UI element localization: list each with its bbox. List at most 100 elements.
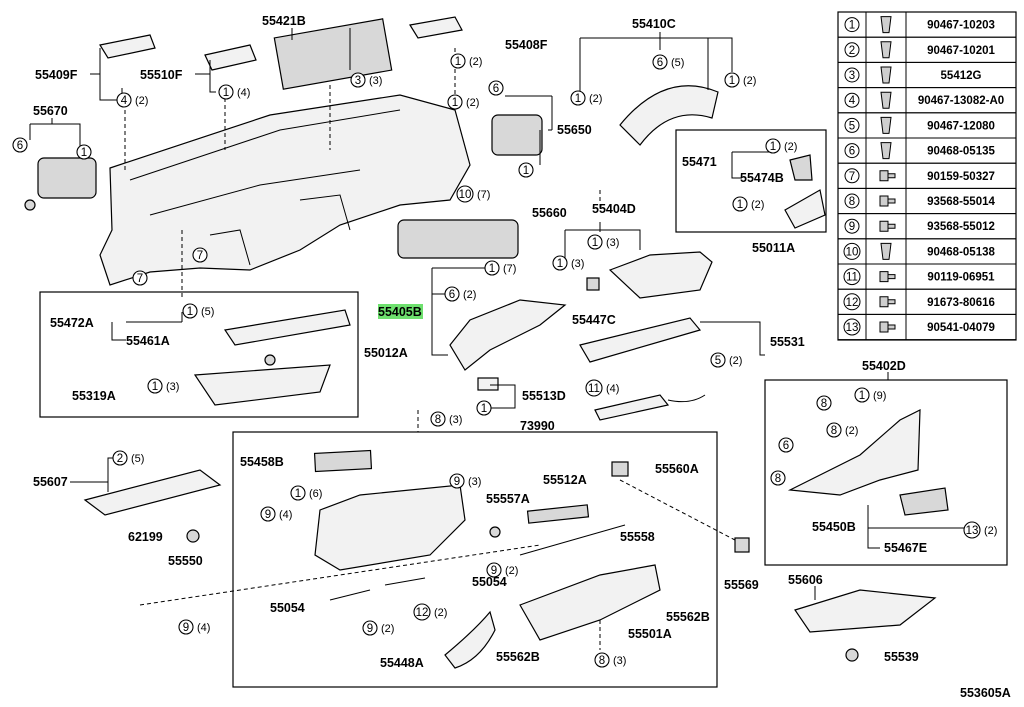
part-label[interactable]: 55054: [270, 601, 305, 615]
callout[interactable]: 9(2): [486, 562, 518, 578]
callout[interactable]: 5(2): [710, 352, 742, 368]
callout[interactable]: 9(3): [449, 473, 481, 489]
callout[interactable]: 8(2): [826, 422, 858, 438]
part-label[interactable]: 55650: [557, 123, 592, 137]
part-label[interactable]: 55660: [532, 206, 567, 220]
callout[interactable]: 1(2): [732, 196, 764, 212]
part-label[interactable]: 55558: [620, 530, 655, 544]
callout[interactable]: 1(2): [450, 53, 482, 69]
callout-number: 8: [821, 398, 827, 410]
part-label[interactable]: 55408F: [505, 38, 548, 52]
callout[interactable]: 6: [778, 437, 794, 453]
callout[interactable]: 4(2): [116, 92, 148, 108]
part-label[interactable]: 55402D: [862, 359, 906, 373]
part-label[interactable]: 55513D: [522, 389, 566, 403]
part-label[interactable]: 55550: [168, 554, 203, 568]
callout[interactable]: 10(7): [456, 185, 490, 203]
part-label[interactable]: 55472A: [50, 316, 94, 330]
callout[interactable]: 9(4): [260, 506, 292, 522]
part-label[interactable]: 55607: [33, 475, 68, 489]
part-label[interactable]: 55562B: [496, 650, 540, 664]
part-label[interactable]: 55606: [788, 573, 823, 587]
callout[interactable]: 6: [12, 137, 28, 153]
part-label[interactable]: 55531: [770, 335, 805, 349]
callout[interactable]: 1(9): [854, 387, 886, 403]
callout[interactable]: 9(4): [178, 619, 210, 635]
part-label[interactable]: 55319A: [72, 389, 116, 403]
callout[interactable]: 1(7): [484, 260, 516, 276]
part-label[interactable]: 55467E: [884, 541, 927, 555]
callout[interactable]: 7: [132, 270, 148, 286]
clip-icon: [880, 41, 892, 59]
part-label[interactable]: 55670: [33, 104, 68, 118]
part-label[interactable]: 55461A: [126, 334, 170, 348]
part-label[interactable]: 55012A: [364, 346, 408, 360]
callout[interactable]: 1(6): [290, 485, 322, 501]
callout[interactable]: 7: [192, 247, 208, 263]
callout[interactable]: 1: [476, 400, 492, 416]
part-label[interactable]: 55510F: [140, 68, 183, 82]
callout[interactable]: 1: [76, 144, 92, 160]
callout[interactable]: 3(3): [350, 72, 382, 88]
part-label[interactable]: 55560A: [655, 462, 699, 476]
callout[interactable]: 12(2): [413, 603, 447, 621]
callout[interactable]: 8(3): [594, 652, 626, 668]
part-label[interactable]: 55557A: [486, 492, 530, 506]
part-label[interactable]: 55458B: [240, 455, 284, 469]
callout[interactable]: 8: [770, 470, 786, 486]
part-label[interactable]: 55421B: [262, 14, 306, 28]
part-label[interactable]: 55512A: [543, 473, 587, 487]
callout[interactable]: 8(3): [430, 411, 462, 427]
part-label[interactable]: 55405B: [378, 305, 422, 319]
callout[interactable]: 11(4): [585, 379, 619, 397]
callout[interactable]: 1(2): [724, 72, 756, 88]
callout[interactable]: 1(3): [147, 378, 179, 394]
callout[interactable]: 8: [816, 395, 832, 411]
part-label[interactable]: 62199: [128, 530, 163, 544]
part-label[interactable]: 55409F: [35, 68, 78, 82]
legend-part-number: 90467-12080: [927, 120, 995, 132]
callout[interactable]: 1: [518, 162, 534, 178]
callout[interactable]: 1(2): [765, 138, 797, 154]
part-label[interactable]: 55471: [682, 155, 717, 169]
callout[interactable]: 1(4): [218, 84, 250, 100]
part-label[interactable]: 55569: [724, 578, 759, 592]
part-label[interactable]: 73990: [520, 419, 555, 433]
callout[interactable]: 2(5): [112, 450, 144, 466]
callout[interactable]: 6: [488, 80, 504, 96]
callout[interactable]: 1(5): [182, 303, 214, 319]
part-label[interactable]: 55501A: [628, 627, 672, 641]
callout[interactable]: 13(2): [963, 521, 997, 539]
part-label[interactable]: 55404D: [592, 202, 636, 216]
callout[interactable]: 1(3): [587, 234, 619, 250]
part-label[interactable]: 55539: [884, 650, 919, 664]
part-label[interactable]: 55410C: [632, 17, 676, 31]
part-label[interactable]: 55474B: [740, 171, 784, 185]
part-label[interactable]: 55450B: [812, 520, 856, 534]
callout[interactable]: 1(3): [552, 255, 584, 271]
callout[interactable]: 1(2): [570, 90, 602, 106]
part-label[interactable]: 55562B: [666, 610, 710, 624]
callout[interactable]: 9(2): [362, 620, 394, 636]
part-label[interactable]: 55054: [472, 575, 507, 589]
callout[interactable]: 6(5): [652, 54, 684, 70]
part-label[interactable]: 55447C: [572, 313, 616, 327]
callout[interactable]: 6(2): [444, 286, 476, 302]
legend-part-number: 90467-13082-A0: [918, 95, 1004, 107]
callout[interactable]: 1(2): [447, 94, 479, 110]
part-label[interactable]: 55448A: [380, 656, 424, 670]
part-label[interactable]: 55011A: [752, 241, 795, 255]
